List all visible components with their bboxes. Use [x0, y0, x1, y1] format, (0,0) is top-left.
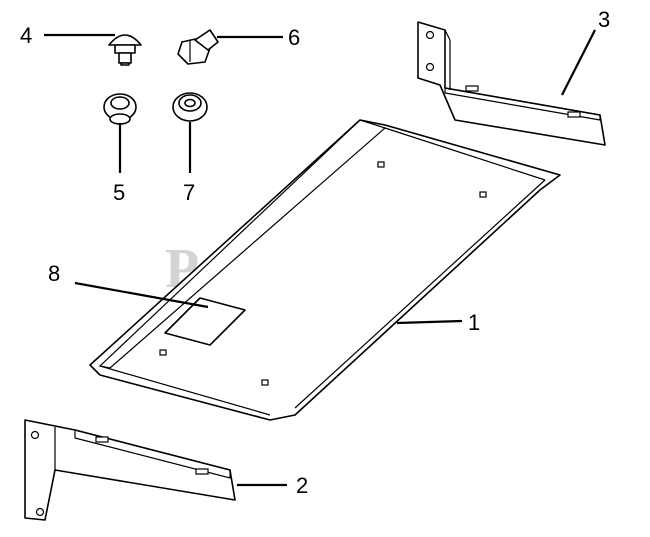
leader-3: [561, 29, 596, 96]
callout-1: 1: [468, 310, 480, 335]
part-8-decal: [164, 297, 246, 346]
callout-5: 5: [113, 180, 125, 205]
callout-3: 3: [598, 7, 610, 32]
part-6-hexbolt: [177, 29, 219, 65]
callout-2: 2: [296, 473, 308, 498]
leader-1: [396, 319, 463, 325]
callout-8: 8: [48, 261, 60, 286]
part-3-bracket: [417, 21, 606, 146]
part-2-bracket: [24, 419, 236, 521]
callout-7: 7: [183, 180, 195, 205]
part-5-nut: [103, 93, 137, 125]
callout-6: 6: [288, 25, 300, 50]
callout-4: 4: [20, 23, 32, 48]
part-1-plate: [89, 119, 561, 421]
part-7-flangenut: [172, 92, 208, 122]
part-4-bolt: [108, 34, 142, 66]
leader-8: [74, 281, 209, 309]
